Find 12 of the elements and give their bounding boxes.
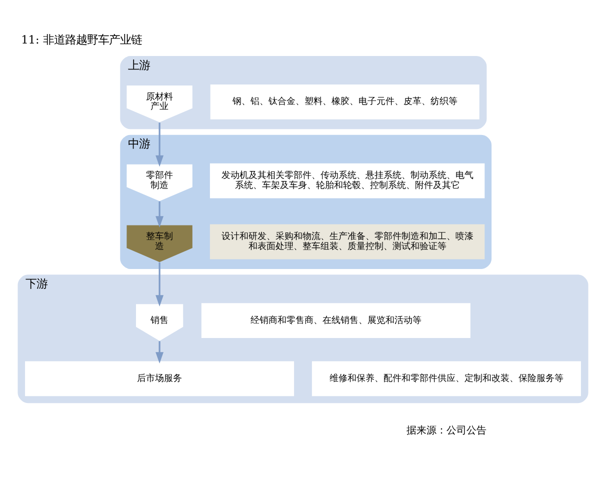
node-box: 经销商和零售商、在线销售、展览和活动等: [201, 303, 470, 338]
arrow: [156, 262, 164, 307]
node-box: 后市场服务: [25, 361, 294, 396]
caption: 据来源：公司公告: [406, 426, 486, 437]
node-box: 维修和保养、配件和零部件供应、定制和改装、保险服务等: [312, 361, 581, 396]
node-box: 设计和研发、采购和物流、生产准备、零部件制造和加工、喷漆和表面处理、整车组装、质量控制、测试和验证等: [210, 224, 485, 260]
diagram-title: 11: 非道路越野车产业链: [21, 32, 142, 47]
arrow: [156, 122, 164, 167]
arrow: [156, 201, 164, 228]
node-box: 钢、铝、钛合金、塑料、橡胶、电子元件、皮革、纺织等: [210, 84, 480, 120]
arrow: [156, 341, 164, 364]
node-box: 发动机及其相关零部件、传动系统、悬挂系统、制动系统、电气系统、车架及车身、轮胎和轮毂、控制系统、附件及其它: [210, 163, 485, 198]
